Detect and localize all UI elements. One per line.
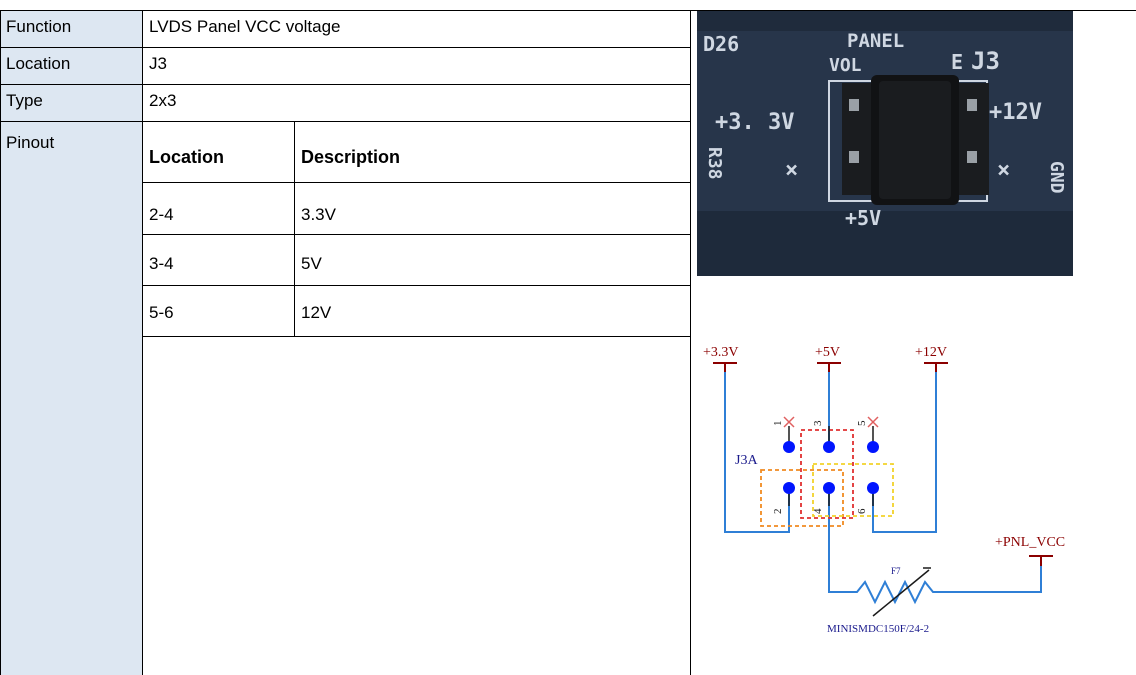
silkscreen-j3: J3 [971, 47, 1000, 75]
pinout-row-divider [143, 336, 691, 337]
pinout-row-divider [143, 285, 691, 286]
output-label: +PNL_VCC [995, 535, 1065, 550]
fuse-ref: F7 [891, 566, 901, 576]
jumper-box-2-4 [760, 469, 844, 527]
table-col-divider [690, 10, 691, 675]
silkscreen-r38: R38 [704, 147, 725, 180]
table-col-divider [142, 10, 143, 675]
pinout-col-divider [294, 122, 295, 336]
silkscreen-x-left: × [785, 158, 798, 183]
silkscreen-gnd: GND [1046, 161, 1067, 194]
table-row-divider [0, 121, 691, 122]
silkscreen-top-code: D26 [703, 32, 739, 56]
pinout-row-3-location: 5-6 [143, 286, 294, 336]
pinout-row-divider [143, 182, 691, 183]
pinout-header-description-text: Description [301, 147, 401, 167]
type-label-cell: Type [0, 85, 142, 121]
location-value-cell: J3 [143, 48, 690, 84]
pinout-label: Pinout [6, 133, 55, 152]
pinout-header-location-text: Location [149, 147, 224, 167]
pinout-row-1-location: 2-4 [143, 183, 294, 234]
pinout-row-location: 3-4 [149, 254, 174, 273]
pin-6 [867, 482, 879, 494]
pin-1 [783, 441, 795, 453]
pinout-row-divider [143, 234, 691, 235]
type-value-cell: 2x3 [143, 85, 690, 121]
pinout-label-cell: Pinout [0, 122, 142, 675]
pinout-row-location: 5-6 [149, 303, 174, 322]
pinout-row-1-description: 3.3V [295, 183, 690, 234]
pin-4 [823, 482, 835, 494]
silkscreen-x-right: × [997, 158, 1010, 183]
silkscreen-12v: +12V [989, 100, 1042, 125]
location-label-cell: Location [0, 48, 142, 84]
pin-number-3: 3 [812, 420, 824, 426]
function-label: Function [6, 17, 72, 36]
jumper-board-photo: D26 PANEL VOL E J3 +3. 3V +12V +5V × × R… [697, 11, 1073, 276]
pin-number-1: 1 [772, 421, 784, 427]
rail-label-3v3: +3.3V [703, 345, 739, 360]
pinout-row-description: 12V [301, 303, 332, 322]
pin-2 [783, 482, 795, 494]
pin-5 [867, 441, 879, 453]
jumper-schematic: +3.3V +5V +12V +PNL_VCC F7 MINISMDC150F/… [703, 345, 1065, 635]
location-label: Location [6, 54, 71, 73]
rail-label-12v: +12V [915, 345, 947, 360]
pinout-row-description: 3.3V [301, 205, 336, 224]
pin-3 [823, 441, 835, 453]
function-value: LVDS Panel VCC voltage [149, 17, 341, 36]
connector-label: J3A [735, 453, 758, 468]
pinout-row-2-location: 3-4 [143, 235, 294, 285]
silkscreen-e: E [951, 50, 963, 74]
fuse-part: MINISMDC150F/24-2 [827, 623, 929, 635]
pinout-row-location: 2-4 [149, 205, 174, 224]
pinout-row-3-description: 12V [295, 286, 690, 336]
pin-number-5: 5 [856, 420, 868, 426]
silkscreen-3v3: +3. 3V [715, 110, 794, 135]
location-value: J3 [149, 54, 167, 73]
jumper-box-5-6 [812, 463, 894, 517]
table-border-top [0, 10, 1136, 11]
rail-label-5v: +5V [815, 345, 840, 360]
table-row-divider [0, 84, 691, 85]
table-row-divider [0, 47, 691, 48]
pinout-row-2-description: 5V [295, 235, 690, 285]
pinout-header-description: Description [295, 122, 690, 182]
pin-number-4: 4 [812, 508, 824, 514]
table-border-left [0, 10, 1, 675]
silkscreen-panel: PANEL [847, 30, 904, 52]
pin-number-2: 2 [772, 509, 784, 515]
silkscreen-vol: VOL [829, 55, 862, 76]
pinout-header-location: Location [143, 122, 294, 182]
function-value-cell: LVDS Panel VCC voltage [143, 11, 690, 47]
pinout-row-description: 5V [301, 254, 322, 273]
function-label-cell: Function [0, 11, 142, 47]
silkscreen-5v: +5V [845, 206, 881, 230]
type-value: 2x3 [149, 91, 177, 110]
type-label: Type [6, 91, 43, 110]
pin-number-6: 6 [856, 508, 868, 514]
